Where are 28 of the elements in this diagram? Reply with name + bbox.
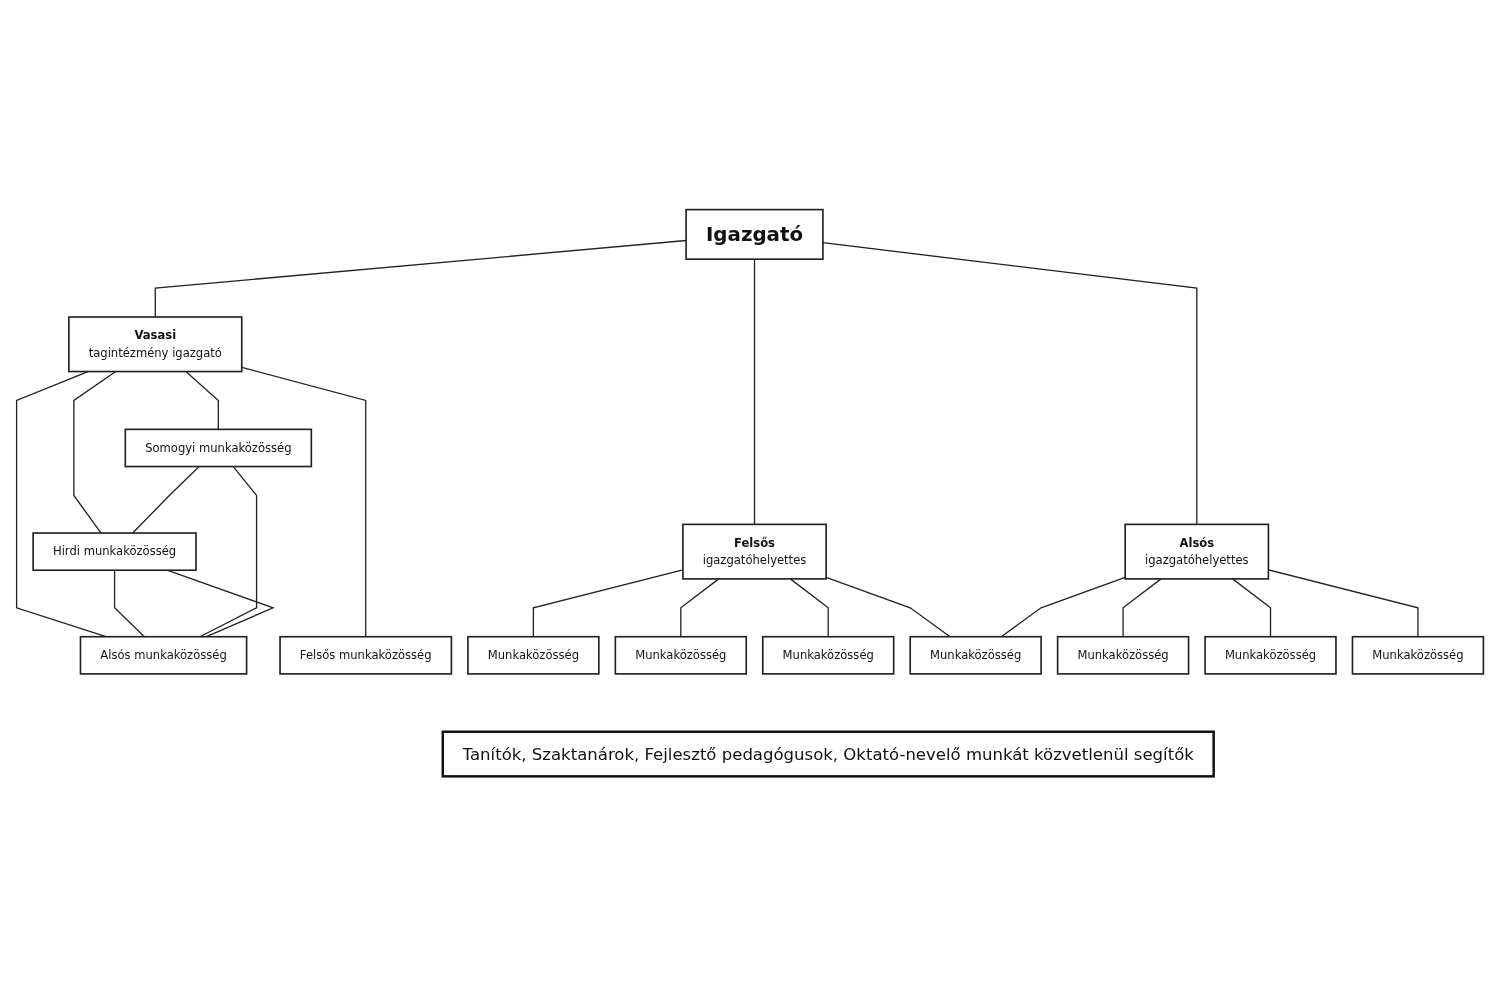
- connector: [824, 576, 951, 638]
- node-box: Munkaközösség: [908, 635, 1042, 675]
- connector: [72, 370, 116, 534]
- connector: [1267, 569, 1419, 638]
- connector: [184, 370, 219, 431]
- node-box: Munkaközösség: [1203, 635, 1337, 675]
- node-box: Munkaközösség: [466, 635, 600, 675]
- node-box: Munkaközösség: [1056, 635, 1189, 675]
- node-box: Somogyi munkaközösség: [124, 428, 312, 468]
- connector: [753, 258, 755, 526]
- node-box: Alsós igazgatóhelyettes: [1123, 523, 1269, 580]
- node-box: Igazgató: [684, 208, 824, 260]
- connector: [679, 578, 719, 638]
- node-box: Munkaközösség: [761, 635, 894, 675]
- connector: [113, 569, 145, 638]
- connector: [1121, 578, 1162, 638]
- connector: [789, 578, 829, 638]
- node-box: Munkaközösség: [1351, 635, 1484, 675]
- node-box: Alsós munkaközösség: [79, 635, 247, 675]
- connector: [1000, 576, 1126, 638]
- node-box: Vasasi tagintézmény igazgató: [67, 316, 243, 373]
- connector: [1231, 578, 1271, 638]
- connector: [131, 465, 200, 534]
- node-box: Felsős igazgatóhelyettes: [681, 523, 827, 580]
- node-box: Tanítók, Szaktanárok, Fejlesztő pedagógusok, Oktató-nevelő munkát közvetlenül segítők: [441, 730, 1215, 778]
- node-box: Munkaközösség: [614, 635, 747, 675]
- node-box: Felsős munkaközösség: [278, 635, 452, 675]
- node-box: Hirdi munkaközösség: [31, 532, 197, 572]
